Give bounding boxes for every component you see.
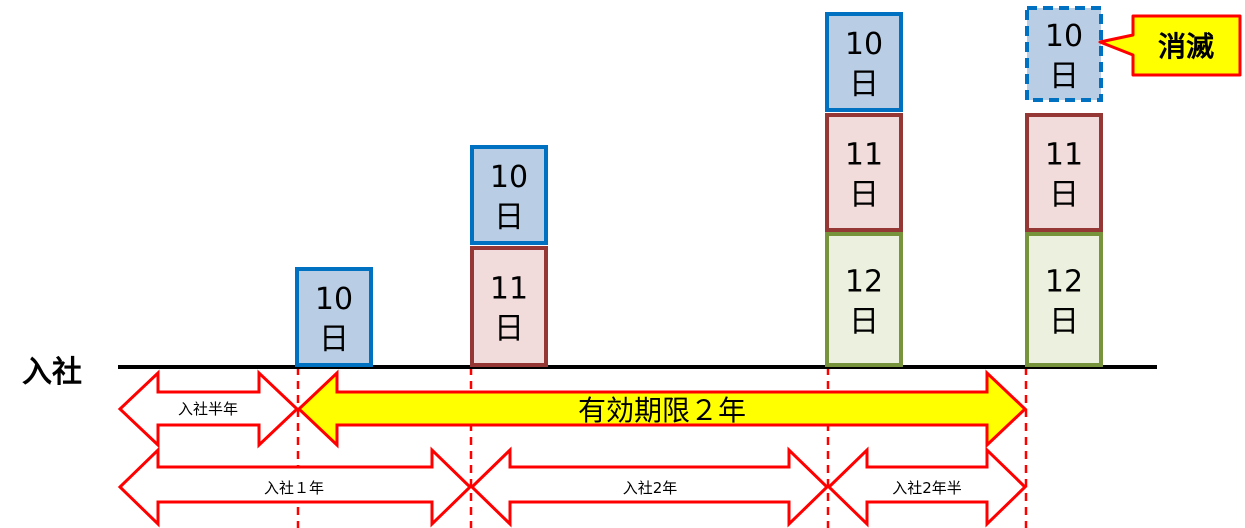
box-frame (470, 246, 548, 367)
two-years-label: 入社2年 (623, 479, 678, 497)
box-days-number: 12 (1045, 265, 1083, 300)
leave-days-box-red: 11 日 (825, 113, 903, 232)
box-days-number: 10 (845, 27, 883, 62)
box-frame (470, 145, 548, 245)
box-frame (825, 12, 903, 112)
leave-days-box-blue: 10 日 (825, 12, 903, 112)
box-frame (1025, 6, 1103, 102)
leave-days-box-green: 12 日 (825, 232, 903, 367)
box-days-number: 11 (845, 138, 883, 173)
box-frame (825, 113, 903, 232)
box-days-unit: 日 (1049, 305, 1079, 340)
one-year-label: 入社１年 (264, 479, 324, 497)
box-frame (1025, 113, 1103, 232)
two-half-years-label: 入社2年半 (892, 479, 962, 497)
half-year-label: 入社半年 (178, 400, 238, 418)
expired-callout-label: 消滅 (1158, 30, 1214, 63)
box-days-unit: 日 (849, 305, 879, 340)
box-days-number: 12 (845, 265, 883, 300)
leave-days-box-red: 11 日 (470, 246, 548, 367)
box-frame (295, 267, 373, 367)
box-days-number: 10 (315, 282, 353, 317)
validity-arrow (296, 369, 1028, 449)
leave-days-box-blue: 10 日 (295, 267, 373, 367)
box-days-number: 11 (490, 272, 528, 307)
box-frame (1025, 232, 1103, 367)
validity-label: 有効期限２年 (578, 394, 746, 427)
leave-days-box-blue-expired: 10 日 (1025, 6, 1103, 102)
box-days-number: 11 (1045, 138, 1083, 173)
leave-days-box-red: 11 日 (1025, 113, 1103, 232)
box-days-unit: 日 (1049, 59, 1079, 94)
box-days-unit: 日 (494, 200, 524, 235)
box-days-unit: 日 (849, 178, 879, 213)
box-days-unit: 日 (319, 322, 349, 357)
box-days-number: 10 (490, 160, 528, 195)
start-label: 入社 (22, 355, 82, 390)
expired-callout (1098, 14, 1242, 77)
box-days-unit: 日 (849, 67, 879, 102)
box-days-unit: 日 (494, 312, 524, 347)
two-half-years-arrow (826, 446, 1028, 528)
box-days-unit: 日 (1049, 178, 1079, 213)
leave-days-box-blue: 10 日 (470, 145, 548, 245)
box-frame (825, 232, 903, 367)
leave-days-box-green: 12 日 (1025, 232, 1103, 367)
box-days-number: 10 (1045, 19, 1083, 54)
